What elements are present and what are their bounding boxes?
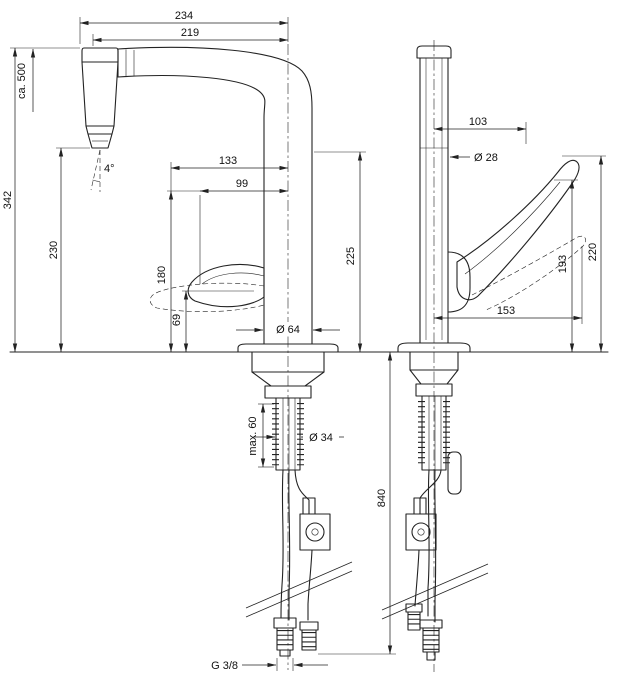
side-cartridge	[447, 451, 462, 495]
under-counter-assembly-front	[381, 351, 489, 661]
dim-mounting-max: max. 60	[247, 416, 259, 455]
body-front	[416, 45, 452, 344]
break-line	[381, 572, 489, 620]
lever-handle-side	[149, 263, 265, 313]
threaded-shank	[421, 395, 447, 471]
check-valve-side	[299, 497, 331, 621]
dim-thread: G 3/8	[211, 660, 238, 672]
dim-shank-diameter: Ø 34	[309, 432, 333, 444]
check-valve-front	[405, 497, 437, 607]
dim-handle-reach-open: 133	[219, 155, 237, 167]
dimensions: 234 219 ca. 500 342 230 4° 133 99 180 69	[2, 10, 606, 672]
dim-height-handle-tip: 220	[587, 243, 599, 261]
spray-head	[81, 47, 119, 149]
dim-body-diameter: Ø 28	[474, 152, 498, 164]
dim-handle-height: 180	[156, 266, 168, 284]
dim-spout-height: 225	[345, 247, 357, 265]
hose-fittings-side	[273, 617, 319, 657]
dim-handle-reach: 99	[236, 178, 248, 190]
hose-fittings-front	[405, 603, 443, 661]
break-line	[245, 570, 353, 618]
centerlines	[287, 40, 435, 672]
supply-hoses-side	[280, 469, 310, 621]
spout-and-body	[117, 46, 313, 345]
dim-pullout-hose: ca. 500	[16, 63, 28, 99]
dim-handle-offset: 103	[469, 116, 487, 128]
side-view	[81, 46, 353, 657]
dim-reach-spout: 219	[181, 27, 199, 39]
front-view	[381, 45, 586, 661]
handle-swing-dashed	[471, 235, 586, 311]
break-line	[381, 563, 489, 611]
break-line	[245, 561, 353, 609]
lever-handle-front	[447, 159, 586, 313]
dim-height-handle: 193	[557, 255, 569, 273]
under-counter-assembly-side	[245, 351, 353, 657]
dim-handle-reach-front: 153	[497, 305, 515, 317]
dim-hose-length: 840	[376, 489, 388, 507]
handle-swing-dashed	[149, 282, 265, 313]
dim-handle-clearance: 69	[171, 314, 183, 326]
dim-height-total: 342	[2, 191, 14, 209]
spray-angle-indicator	[90, 149, 101, 192]
base-escutcheon-front	[397, 342, 471, 353]
handle-collar	[447, 251, 471, 313]
dim-height-outlet: 230	[48, 241, 60, 259]
dim-spray-angle: 4°	[104, 163, 115, 175]
supply-hoses-front	[419, 469, 442, 623]
dim-base-diameter: Ø 64	[276, 324, 300, 336]
dim-reach-total: 234	[175, 10, 193, 22]
base-escutcheon-side	[237, 343, 339, 353]
